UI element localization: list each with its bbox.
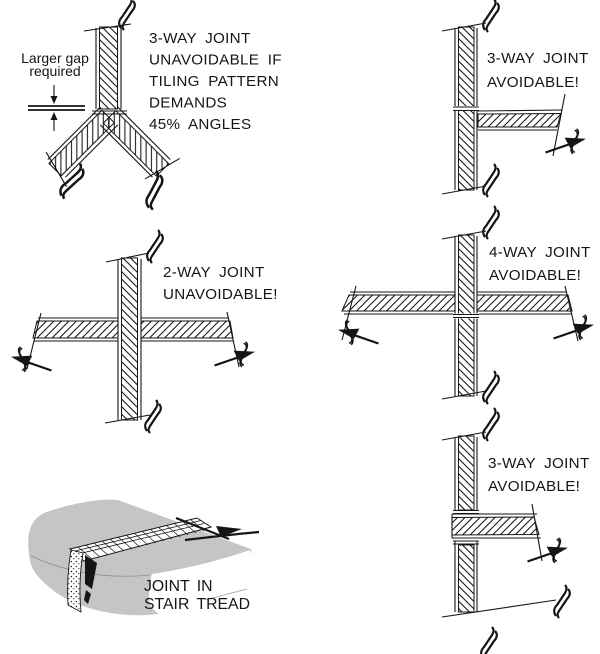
joint-band-hatching — [77, 518, 205, 560]
break-mark-icon — [482, 162, 500, 199]
figure1-label-line5: 45% ANGLES — [149, 116, 251, 133]
figure1-label-line1: 3-WAY JOINT — [149, 30, 251, 47]
figure6-label-line1: 3-WAY JOINT — [488, 455, 590, 472]
break-mark-icon — [482, 406, 500, 443]
figure2-label-line1: 3-WAY JOINT — [487, 50, 589, 67]
cut-arrow-icon — [523, 535, 571, 568]
break-mark-icon — [480, 625, 498, 654]
joint-shadow-wedge — [85, 555, 97, 589]
down-arrow-icon — [50, 96, 58, 104]
gap-annotation-line2: required — [29, 63, 80, 79]
break-mark-icon — [144, 398, 162, 435]
break-mark-icon — [482, 369, 500, 406]
pointer-arrowhead-icon — [216, 526, 242, 537]
cut-arrow-icon — [549, 312, 597, 345]
break-mark-icon — [146, 228, 164, 265]
figure3-label-line1: 2-WAY JOINT — [163, 264, 265, 281]
figure-stair-tread: JOINT IN STAIR TREAD — [28, 499, 260, 616]
cut-arrow-icon — [335, 317, 383, 350]
figure1-label-line3: TILING PATTERN — [149, 73, 279, 90]
figure3-label-line2: UNAVOIDABLE! — [163, 286, 278, 303]
front-joint-section — [67, 549, 84, 613]
cut-arrow-icon — [541, 126, 589, 159]
break-mark-icon — [482, 204, 500, 241]
figure-2way-unavoidable: 2-WAY JOINT UNAVOIDABLE! — [8, 228, 278, 435]
figure1-label-line2: UNAVOIDABLE IF — [149, 52, 282, 69]
tread-front-face — [149, 550, 252, 616]
up-arrow-icon — [50, 112, 58, 120]
figure2-label-line2: AVOIDABLE! — [487, 74, 579, 91]
gap-annotation-line1: Larger gap — [21, 50, 89, 66]
figure5-label-line1: JOINT IN — [144, 578, 213, 595]
figure1-label-line4: DEMANDS — [149, 95, 227, 112]
figure-4way-avoidable: 4-WAY JOINT AVOIDABLE! — [335, 204, 597, 406]
break-mark-icon — [482, 0, 500, 34]
figure6-label-line2: AVOIDABLE! — [488, 478, 580, 495]
break-mark-icon — [142, 169, 167, 212]
figure-3way-avoidable-top: 3-WAY JOINT AVOIDABLE! — [441, 0, 589, 199]
figure4-label-line1: 4-WAY JOINT — [489, 244, 591, 261]
figure4-label-line2: AVOIDABLE! — [489, 267, 581, 284]
break-mark-icon — [553, 583, 571, 620]
figure-3way-unavoidable: Larger gap required 3-WAY JOINT UNAVOIDA… — [21, 0, 282, 212]
figure5-label-line2: STAIR TREAD — [144, 596, 250, 613]
figure-3way-avoidable-bottom: 3-WAY JOINT AVOIDABLE! — [441, 406, 590, 654]
